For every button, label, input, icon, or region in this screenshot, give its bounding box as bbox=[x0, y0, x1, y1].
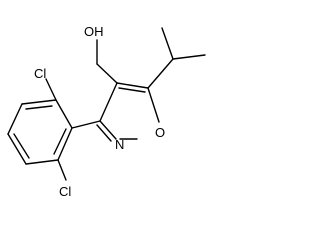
bond-ch-methyl-a bbox=[161, 27, 174, 60]
ring-nitrogen-label: N bbox=[115, 137, 124, 152]
bond-c3-aryl bbox=[71, 120, 101, 129]
bond-ar5-ar6 bbox=[25, 159, 59, 165]
bond-c5-o1 bbox=[147, 87, 160, 123]
bond-ar4-ar5 bbox=[7, 133, 27, 165]
bond-n2-c3 bbox=[99, 120, 117, 140]
ring-oxygen-label: O bbox=[155, 125, 165, 140]
bond-ar1-ar2 bbox=[55, 99, 73, 129]
bond-ar4-ar5-double bbox=[13, 133, 30, 159]
bond-ar6-ar1-double bbox=[53, 128, 67, 155]
bond-ar3-ar4 bbox=[7, 103, 23, 135]
bond-c5-ch bbox=[147, 58, 174, 89]
bond-c4-ch2 bbox=[96, 63, 118, 84]
structure-canvas: OH O N Cl Cl bbox=[7, 24, 206, 199]
bond-n2-c3-double bbox=[96, 124, 112, 142]
chlorine-bottom-label: Cl bbox=[59, 184, 71, 199]
chemical-structure-drawing: OH O N Cl Cl bbox=[7, 24, 206, 199]
bond-c4-c5-double bbox=[118, 87, 146, 93]
bond-ar2-cl bbox=[45, 78, 57, 101]
bond-c3-c4 bbox=[99, 82, 118, 122]
bond-ar6-cl bbox=[57, 159, 67, 181]
bond-c4-c5 bbox=[116, 82, 149, 89]
bond-ar2-ar3-double bbox=[25, 105, 53, 110]
hydroxyl-label: OH bbox=[84, 24, 104, 39]
bond-ar2-ar3 bbox=[21, 99, 57, 105]
bond-ar6-ar1 bbox=[57, 127, 73, 161]
bond-ch-methyl-b bbox=[172, 54, 206, 60]
chlorine-top-label: Cl bbox=[34, 66, 46, 81]
